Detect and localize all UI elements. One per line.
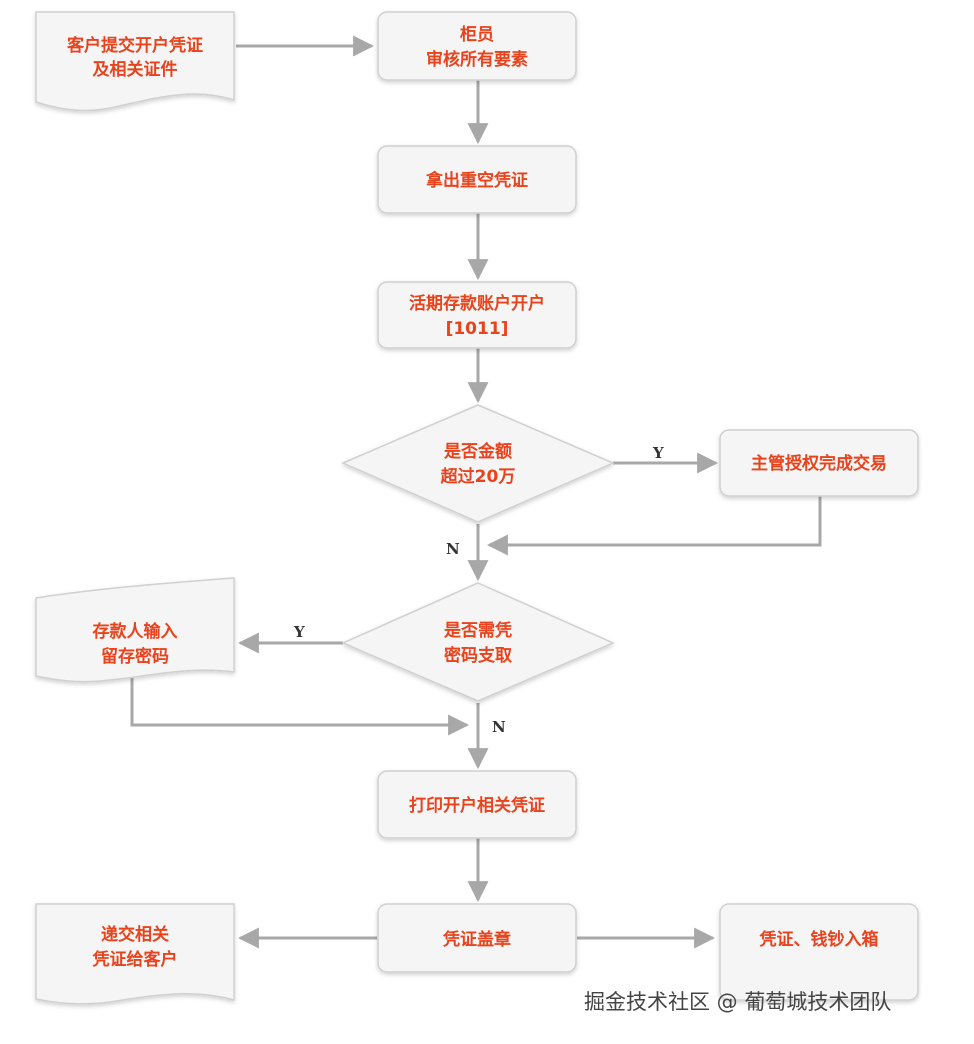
node-pwdinput-shape [35, 577, 235, 683]
node-box-line1: 凭证、钱钞入箱 [759, 929, 879, 950]
node-pwdneed-line2: 密码支取 [444, 645, 512, 666]
node-open-line2: [1011] [446, 319, 509, 339]
node-box-shape [719, 903, 919, 1001]
edge-label-pwd-yes: Y [293, 623, 305, 641]
node-pwdinput-line2: 留存密码 [101, 646, 169, 667]
node-amount-shape [341, 404, 615, 523]
node-auth-shape [719, 429, 919, 497]
node-submit-line1: 客户提交开户凭证 [66, 35, 203, 56]
edge-pwdinput-return [130, 677, 470, 736]
node-pwdneed-line1: 是否需凭 [444, 620, 512, 641]
node-submit-line2: 及相关证件 [93, 59, 178, 80]
edge-label-pwd-no: N [492, 718, 506, 736]
node-deliver-line2: 凭证给客户 [92, 949, 178, 970]
node-pwdinput-line1: 存款人输入 [93, 621, 178, 642]
node-open-shape [377, 281, 577, 349]
edge-auth-return [486, 496, 822, 556]
node-open-line1: 活期存款账户开户 [409, 293, 545, 314]
node-blank-shape [377, 145, 577, 214]
node-blank-line1: 拿出重空凭证 [425, 170, 528, 191]
watermark: 掘金技术社区 @ 葡萄城技术团队 [584, 990, 892, 1014]
node-print-line1: 打印开户相关凭证 [409, 795, 545, 816]
node-teller-line2: 审核所有要素 [426, 49, 528, 70]
node-stamp-line1: 凭证盖章 [442, 929, 511, 950]
node-amount-line1: 是否金额 [444, 441, 512, 462]
node-auth-line1: 主管授权完成交易 [751, 453, 887, 474]
node-deliver-shape [35, 903, 235, 1005]
node-deliver-line1: 递交相关 [101, 924, 169, 945]
node-teller-line1: 柜员 [460, 24, 494, 45]
node-amount-line2: 超过20万 [441, 466, 516, 487]
edge-label-amount-yes: Y [652, 444, 664, 462]
node-pwdneed-shape [341, 582, 615, 702]
node-teller-shape [377, 11, 577, 81]
node-stamp-shape [377, 903, 577, 973]
node-submit-shape [35, 11, 235, 112]
node-print-shape [377, 770, 577, 839]
edge-label-amount-no: N [446, 540, 460, 558]
